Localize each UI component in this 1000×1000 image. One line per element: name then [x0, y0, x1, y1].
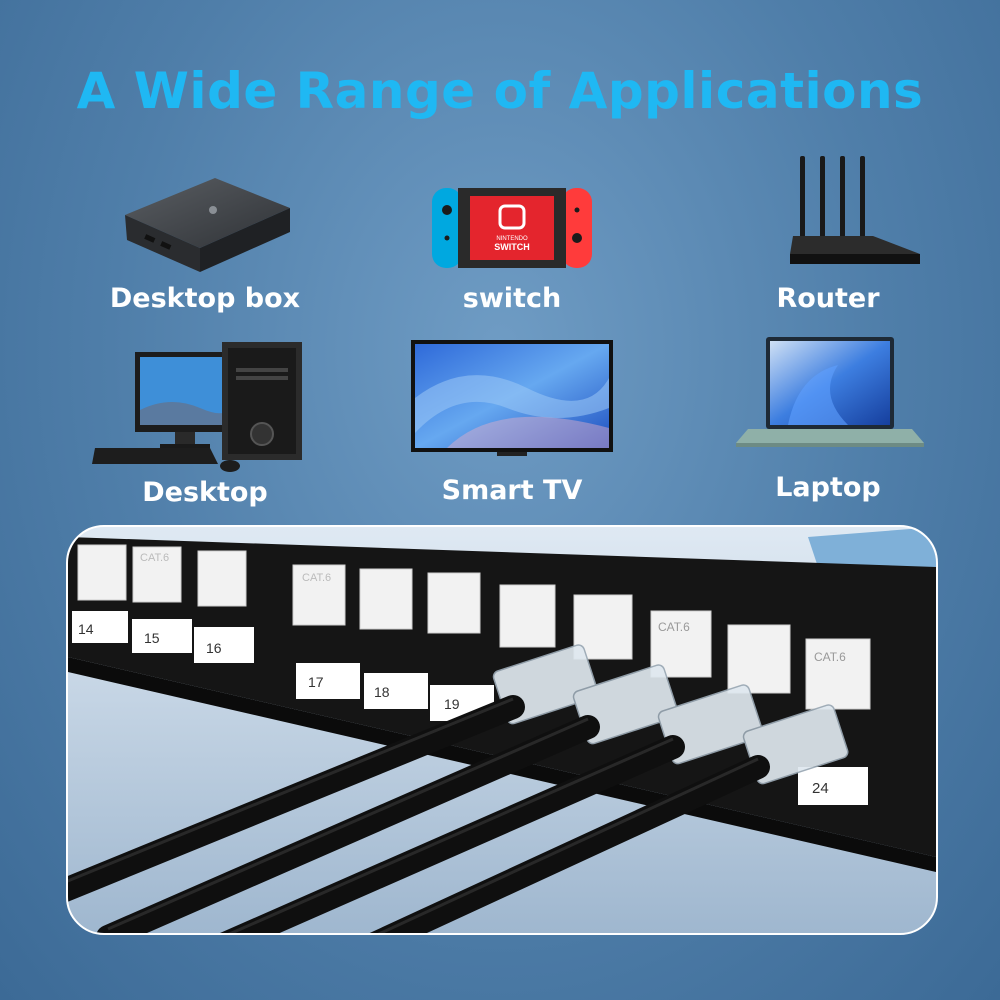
port-tag: CAT.6 — [140, 552, 169, 564]
device-label: Laptop — [775, 472, 881, 503]
port-number: 19 — [444, 696, 460, 712]
patch-panel-photo: 14 15 16 17 18 19 24 CAT.6 CAT.6 CAT.6 C… — [66, 525, 938, 935]
device-router: Router — [698, 150, 958, 314]
smart-tv-icon — [411, 340, 613, 456]
port-number: 15 — [144, 630, 160, 646]
port-tag: CAT.6 — [302, 572, 331, 584]
device-label: Desktop — [142, 477, 268, 508]
page-title: A Wide Range of Applications — [76, 62, 924, 120]
console-name-text: SWITCH — [494, 242, 530, 252]
device-laptop: Laptop — [698, 335, 958, 503]
tv-box-icon — [125, 178, 290, 272]
port-number: 16 — [206, 640, 222, 656]
device-desktop-box: Desktop box — [75, 160, 335, 314]
port-number: 18 — [374, 684, 390, 700]
device-smart-tv: Smart TV — [382, 338, 642, 506]
port-number: 17 — [308, 674, 324, 690]
device-switch: NINTENDO SWITCH switch — [382, 180, 642, 314]
console-brand-text: NINTENDO — [496, 236, 528, 242]
port-tag: CAT.6 — [814, 650, 846, 664]
router-icon — [790, 156, 920, 264]
device-desktop: Desktop — [75, 340, 335, 508]
port-tag: CAT.6 — [658, 620, 690, 634]
patch-panel-illustration: 14 15 16 17 18 19 24 CAT.6 CAT.6 CAT.6 C… — [68, 527, 936, 933]
device-label: Router — [776, 283, 880, 314]
laptop-icon — [736, 337, 924, 447]
device-label: Smart TV — [441, 475, 583, 506]
port-number: 24 — [812, 780, 829, 797]
port-number: 14 — [78, 621, 94, 637]
game-console-icon: NINTENDO SWITCH — [432, 188, 592, 268]
device-label: Desktop box — [109, 283, 301, 314]
device-label: switch — [462, 283, 562, 314]
desktop-computer-icon — [92, 342, 302, 472]
